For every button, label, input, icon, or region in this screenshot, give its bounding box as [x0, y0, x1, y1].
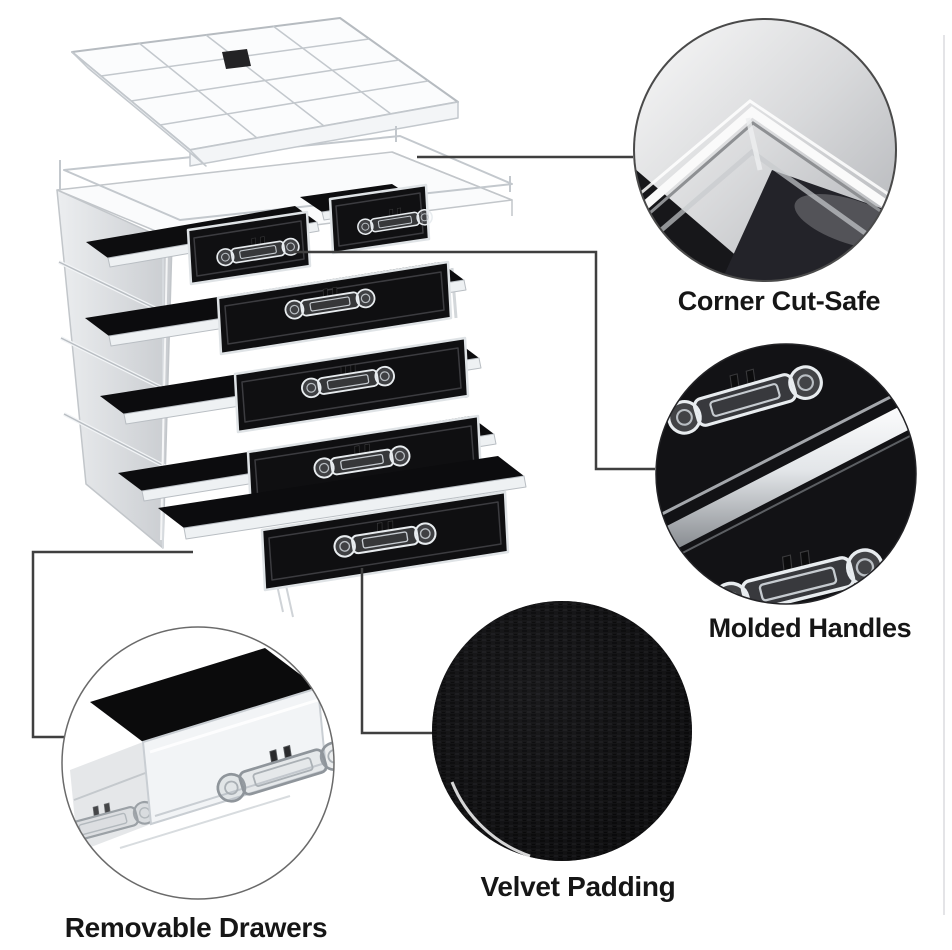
molded-handles-photo-icon	[655, 343, 917, 605]
product-organizer-photo	[56, 17, 527, 618]
feature-label-velvet-padding: Velvet Padding	[480, 871, 676, 902]
large-drawer-2	[100, 336, 482, 434]
connector-handles	[292, 250, 655, 471]
lipstick-tray-top	[59, 17, 513, 221]
feature-label-corner-cut-safe: Corner Cut-Safe	[677, 286, 881, 316]
feature-label-removable-drawers: Removable Drawers	[64, 912, 328, 943]
small-drawer-left	[86, 206, 320, 286]
small-drawer-right	[300, 183, 434, 255]
large-drawer-4	[158, 456, 527, 592]
connector-removable	[31, 550, 193, 739]
corner-detail-photo-icon	[633, 18, 897, 282]
removable-drawer-photo-icon	[61, 626, 335, 900]
callout-connectors	[31, 155, 655, 739]
velvet-texture-photo-icon	[432, 601, 692, 861]
feature-label-molded-handles: Molded Handles	[708, 613, 912, 643]
large-drawer-1	[85, 260, 467, 356]
connector-velvet	[360, 568, 434, 735]
